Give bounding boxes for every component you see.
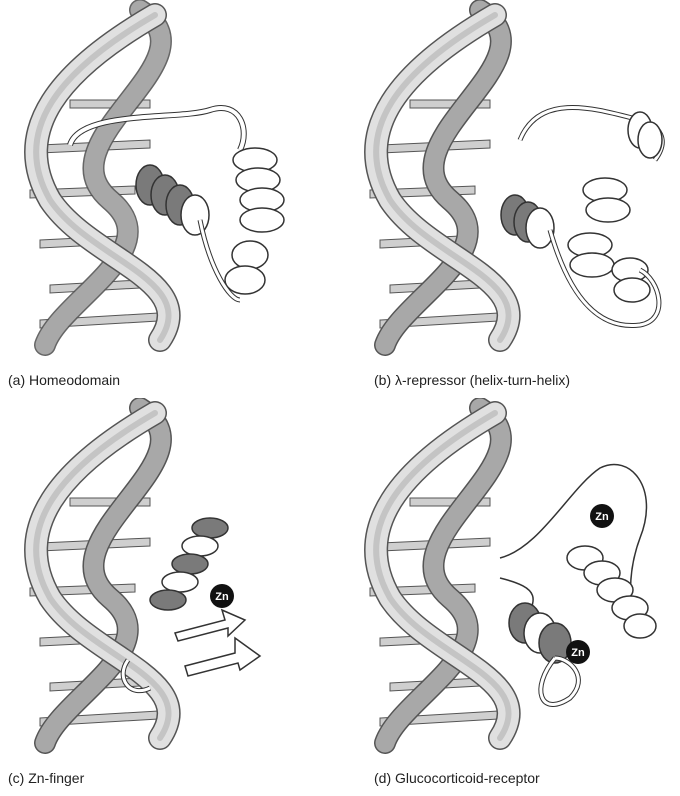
zinc-label-upper: Zn [595, 511, 609, 523]
zinc-atom-upper: Zn [590, 504, 614, 528]
dna-double-helix [370, 10, 515, 345]
glucocorticoid-receptor-diagram: Zn Zn [340, 398, 680, 796]
panel-b-lambda-repressor: (b) λ-repressor (helix-turn-helix) [340, 0, 680, 398]
panel-b-caption: (b) λ-repressor (helix-turn-helix) [374, 372, 570, 388]
lambda-repressor-diagram [340, 0, 680, 398]
dna-double-helix [370, 408, 515, 743]
zinc-label: Zn [215, 591, 229, 603]
panel-d-caption: (d) Glucocorticoid-receptor [374, 770, 540, 786]
panel-a-caption: (a) Homeodomain [8, 372, 120, 388]
panel-c-caption: (c) Zn-finger [8, 770, 84, 786]
zinc-atom-lower: Zn [566, 640, 590, 664]
dna-double-helix [30, 408, 175, 743]
zn-finger-diagram: Zn [0, 398, 340, 796]
panel-c-zn-finger: Zn (c) Zn-finger [0, 398, 340, 796]
homeodomain-diagram [0, 0, 340, 398]
panel-a-homeodomain: (a) Homeodomain [0, 0, 340, 398]
protein-ribbon [500, 464, 656, 704]
zinc-label-lower: Zn [571, 647, 585, 659]
protein-ribbon [501, 108, 662, 326]
zinc-atom: Zn [210, 584, 234, 608]
panel-d-glucocorticoid-receptor: Zn Zn (d) Glucocorticoid-receptor [340, 398, 680, 796]
